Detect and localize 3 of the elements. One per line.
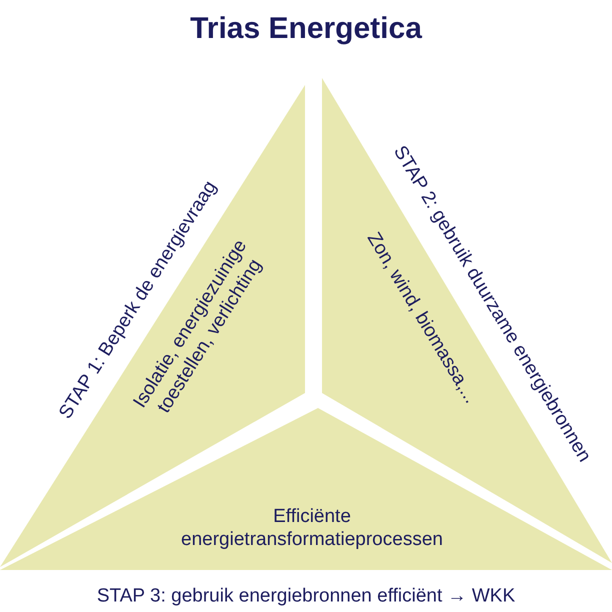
stage-heading: STAP 3: gebruik energiebronnen efficiënt → WKK	[96, 584, 516, 608]
diagram-title: Trias Energetica	[189, 12, 424, 46]
stage-description: Efficiënte energietransformatieprocessen	[180, 505, 444, 551]
